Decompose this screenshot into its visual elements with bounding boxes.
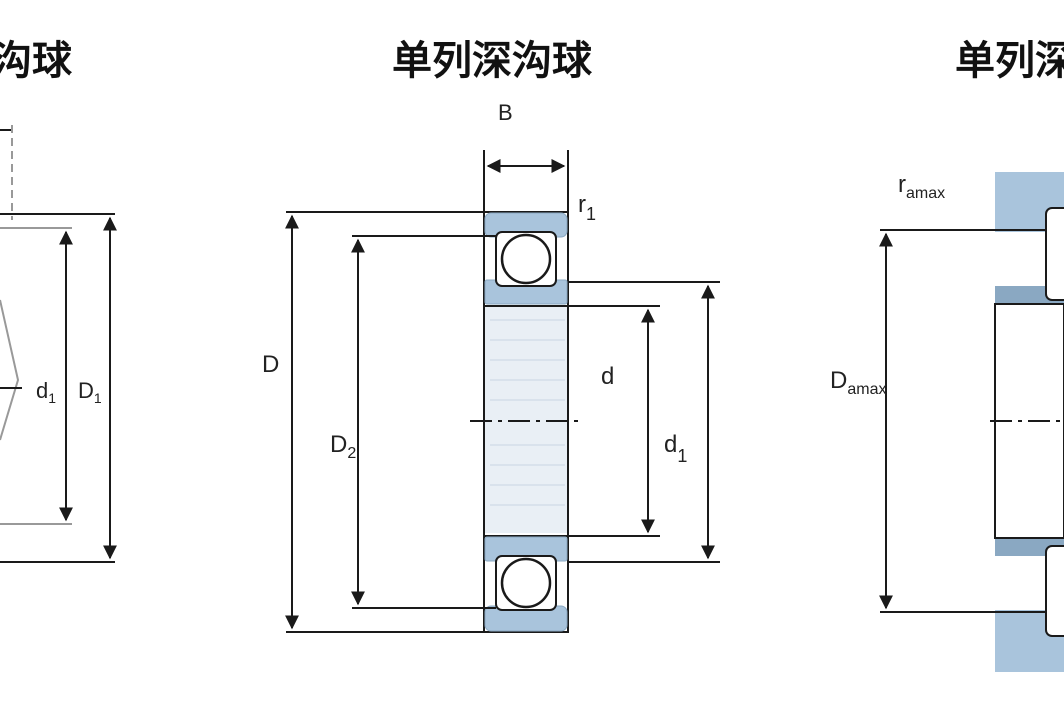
B-label: B bbox=[498, 100, 513, 125]
Damax-label: Damax bbox=[830, 367, 886, 398]
D-label: D bbox=[262, 351, 279, 378]
d1-label: d1 bbox=[664, 431, 687, 466]
D2-label: D2 bbox=[330, 431, 356, 462]
hatch-lines bbox=[490, 319, 565, 506]
title-right: 单列深沟球 bbox=[955, 38, 1064, 84]
right-lower-bearing bbox=[1045, 545, 1064, 637]
right-panel bbox=[879, 172, 1064, 672]
center-panel bbox=[285, 150, 720, 633]
upper-ball bbox=[500, 233, 552, 285]
left-contact-line bbox=[0, 299, 20, 441]
ramax-label: ramax bbox=[898, 171, 945, 202]
d-label: d bbox=[601, 363, 614, 390]
left-d1-label: d1 bbox=[36, 378, 56, 406]
left-D1-label: D1 bbox=[78, 378, 102, 406]
title-center: 单列深沟球 bbox=[392, 38, 592, 84]
right-upper-bearing bbox=[1045, 207, 1064, 301]
bore-hatch bbox=[484, 305, 568, 533]
left-panel bbox=[0, 125, 117, 563]
lower-ball bbox=[500, 557, 552, 609]
title-left: 单列深沟球 bbox=[0, 38, 72, 84]
r1-label: r1 bbox=[578, 191, 596, 224]
